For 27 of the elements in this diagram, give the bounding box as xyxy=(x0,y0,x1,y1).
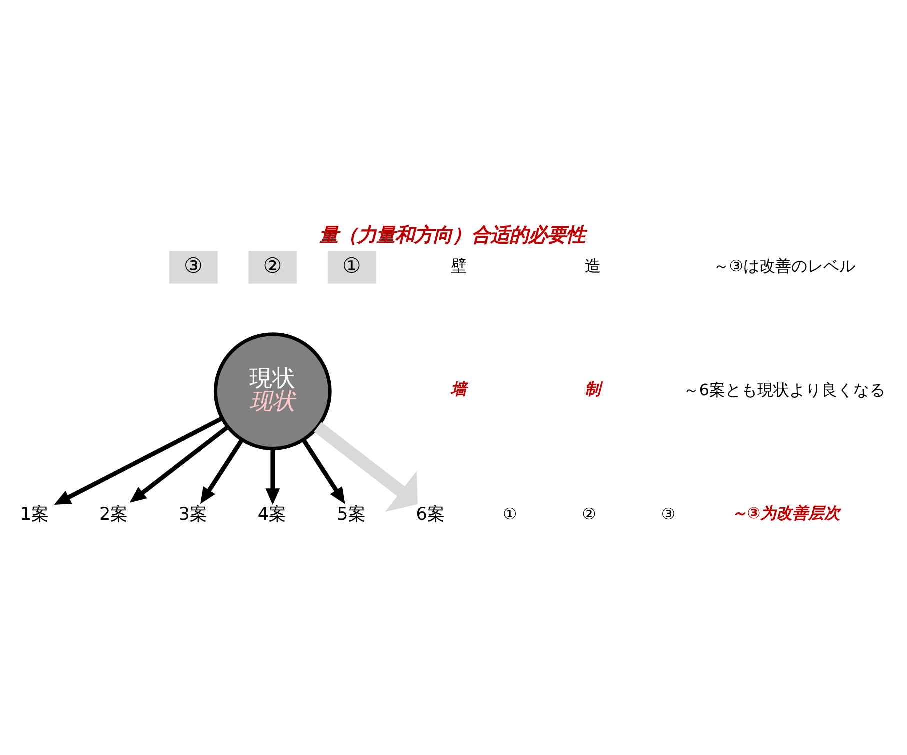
label: ① xyxy=(502,504,518,524)
label: 造 xyxy=(584,256,601,276)
arrow xyxy=(200,438,244,504)
arrow xyxy=(54,416,224,505)
diagram-title: 量（力量和方向）合适的必要性 xyxy=(319,224,586,247)
label: ③ xyxy=(661,504,676,524)
node-box: ② xyxy=(248,251,298,284)
node-text: 3案 xyxy=(178,505,208,526)
arrow xyxy=(302,438,346,504)
label: 壁 xyxy=(451,256,468,276)
label: ～6案とも現状より良くなる xyxy=(683,380,886,400)
label: ～③为改善层次 xyxy=(731,504,841,523)
node-box: ① xyxy=(328,251,376,284)
label: ② xyxy=(582,504,596,524)
label: 墙 xyxy=(451,380,468,399)
node-text: 6案 xyxy=(416,505,446,526)
node-text: 1案 xyxy=(20,505,50,526)
node-text: 2案 xyxy=(100,505,129,526)
label: 制 xyxy=(584,380,601,399)
arrow xyxy=(130,425,230,503)
arrow xyxy=(314,422,418,512)
label: ～③は改善のレベル xyxy=(713,256,856,276)
node-circle: 現状 现状 xyxy=(214,332,332,451)
node-box: ③ xyxy=(170,251,218,284)
arrow xyxy=(266,448,280,506)
node-text: 5案 xyxy=(337,505,366,526)
node-text: 4案 xyxy=(258,505,288,526)
